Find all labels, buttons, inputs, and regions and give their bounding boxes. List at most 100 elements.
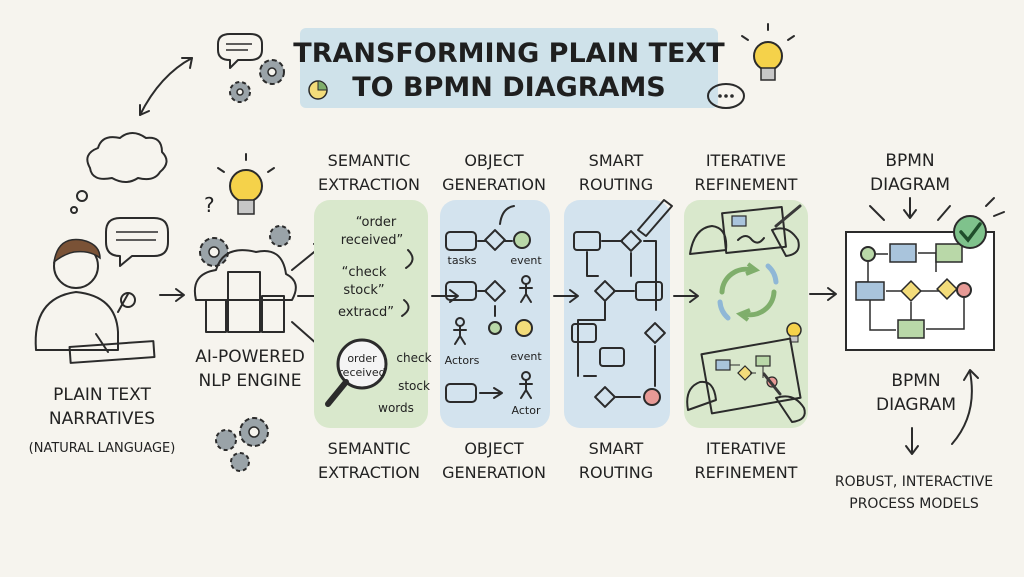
output-top-line-2: DIAGRAM	[870, 175, 950, 195]
output-bottom-line-2: DIAGRAM	[876, 395, 956, 415]
lens-text: order	[347, 352, 377, 365]
result-line-2: PROCESS MODELS	[849, 496, 979, 512]
task-shape	[599, 347, 625, 367]
gear-icon	[199, 237, 229, 267]
word-label: check	[396, 351, 431, 365]
actor-figure	[453, 317, 467, 345]
sketch-diagram	[700, 337, 802, 415]
gateway-shape	[900, 280, 922, 302]
chat-bubble-icon	[707, 83, 745, 109]
lightbulb-icon	[217, 153, 275, 215]
stage-4-bottom-line-1: ITERATIVE	[706, 439, 786, 458]
quote-text: “check	[342, 265, 387, 280]
input-label-line-1: PLAIN TEXT	[53, 385, 151, 405]
stage-1-bottom-line-1: SEMANTIC	[328, 439, 411, 458]
routing-diagram	[571, 230, 666, 408]
stage-3-top-line-2: ROUTING	[579, 175, 653, 194]
event-shape	[515, 319, 533, 337]
task-shape	[635, 281, 663, 301]
gateway-shape	[936, 278, 958, 300]
object-label: Actor	[512, 404, 541, 417]
stage-4-top-line-2: REFINEMENT	[695, 175, 798, 194]
stage-panel-routing	[564, 200, 670, 428]
actor-figure	[519, 275, 533, 303]
object-label: event	[510, 254, 542, 267]
chat-bubble-icon	[217, 33, 263, 69]
gear-icon	[269, 225, 291, 247]
input-label-line-2: NARRATIVES	[49, 409, 155, 429]
object-label: tasks	[448, 254, 477, 267]
question-mark: ?	[204, 193, 215, 217]
chat-bubble-icon	[105, 217, 169, 267]
object-label: Actors	[445, 354, 480, 367]
cloud-building-icon	[194, 249, 297, 333]
task-shape	[935, 243, 963, 263]
output-bottom-line-1: BPMN	[891, 371, 940, 391]
gear-icon	[230, 452, 250, 472]
bpmn-diagram	[845, 231, 995, 351]
title-background	[300, 28, 718, 108]
lightbulb-icon	[741, 23, 795, 81]
word-label: words	[378, 401, 414, 415]
stage-3-bottom-line-2: ROUTING	[579, 463, 653, 482]
gear-icon	[259, 59, 285, 85]
gateway-shape	[484, 229, 506, 251]
task-shape	[897, 319, 925, 339]
title-line-2: TO BPMN DIAGRAMS	[352, 72, 666, 103]
quote-text: received”	[341, 233, 404, 248]
gateway-shape	[644, 322, 666, 344]
stage-2-top-line-1: OBJECT	[464, 151, 524, 170]
start-event-shape	[860, 246, 876, 262]
person-writing	[34, 238, 156, 364]
gateway-shape	[620, 230, 642, 252]
pencil-icon	[637, 199, 673, 237]
engine-label-line-2: NLP ENGINE	[199, 371, 302, 391]
stage-4-top-line-1: ITERATIVE	[706, 151, 786, 170]
task-shape	[571, 323, 597, 343]
gear-icon	[215, 429, 237, 451]
task-shape	[855, 281, 885, 301]
lens-text: received	[338, 366, 385, 379]
object-label: event	[510, 350, 542, 363]
stage-3-bottom-line-1: SMART	[589, 439, 644, 458]
actor-figure	[519, 371, 533, 399]
gateway-shape	[594, 386, 616, 408]
gear-icon	[229, 81, 251, 103]
task-shape	[573, 231, 601, 251]
event-shape	[488, 321, 502, 335]
task-shape	[445, 383, 477, 403]
title-block: TRANSFORMING PLAIN TEXT TO BPMN DIAGRAMS	[293, 28, 725, 108]
result-line-1: ROBUST, INTERACTIVE	[835, 474, 993, 490]
hands-sketching	[686, 372, 806, 423]
stage-3-top-line-1: SMART	[589, 151, 644, 170]
quote-text: extracd”	[338, 305, 394, 320]
end-event-shape	[956, 282, 972, 298]
stage-1-top-line-1: SEMANTIC	[328, 151, 411, 170]
task-shape	[445, 281, 477, 301]
stage-1-bottom-line-2: EXTRACTION	[318, 463, 420, 482]
stage-1-top-line-2: EXTRACTION	[318, 175, 420, 194]
task-shape	[889, 243, 917, 263]
stage-2-bottom-line-1: OBJECT	[464, 439, 524, 458]
quote-text: “order	[356, 215, 397, 230]
magnifier-icon: order received	[325, 338, 388, 407]
pie-chart-icon	[308, 80, 328, 100]
output-top-line-1: BPMN	[885, 151, 934, 171]
curved-arrow	[139, 57, 193, 116]
task-shape	[445, 231, 477, 251]
end-event-shape	[643, 388, 661, 406]
gateway-shape	[484, 280, 506, 302]
input-sub-label: (NATURAL LANGUAGE)	[29, 441, 176, 456]
refresh-cycle-icon	[717, 262, 779, 322]
thought-cloud	[70, 132, 168, 214]
stage-2-top-line-2: GENERATION	[442, 175, 546, 194]
event-shape	[513, 231, 531, 249]
stage-4-bottom-line-2: REFINEMENT	[695, 463, 798, 482]
quote-text: stock”	[343, 283, 384, 298]
gateway-shape	[594, 280, 616, 302]
hands-sketching	[689, 204, 802, 257]
lightbulb-icon	[786, 322, 802, 343]
word-label: stock	[398, 379, 430, 393]
